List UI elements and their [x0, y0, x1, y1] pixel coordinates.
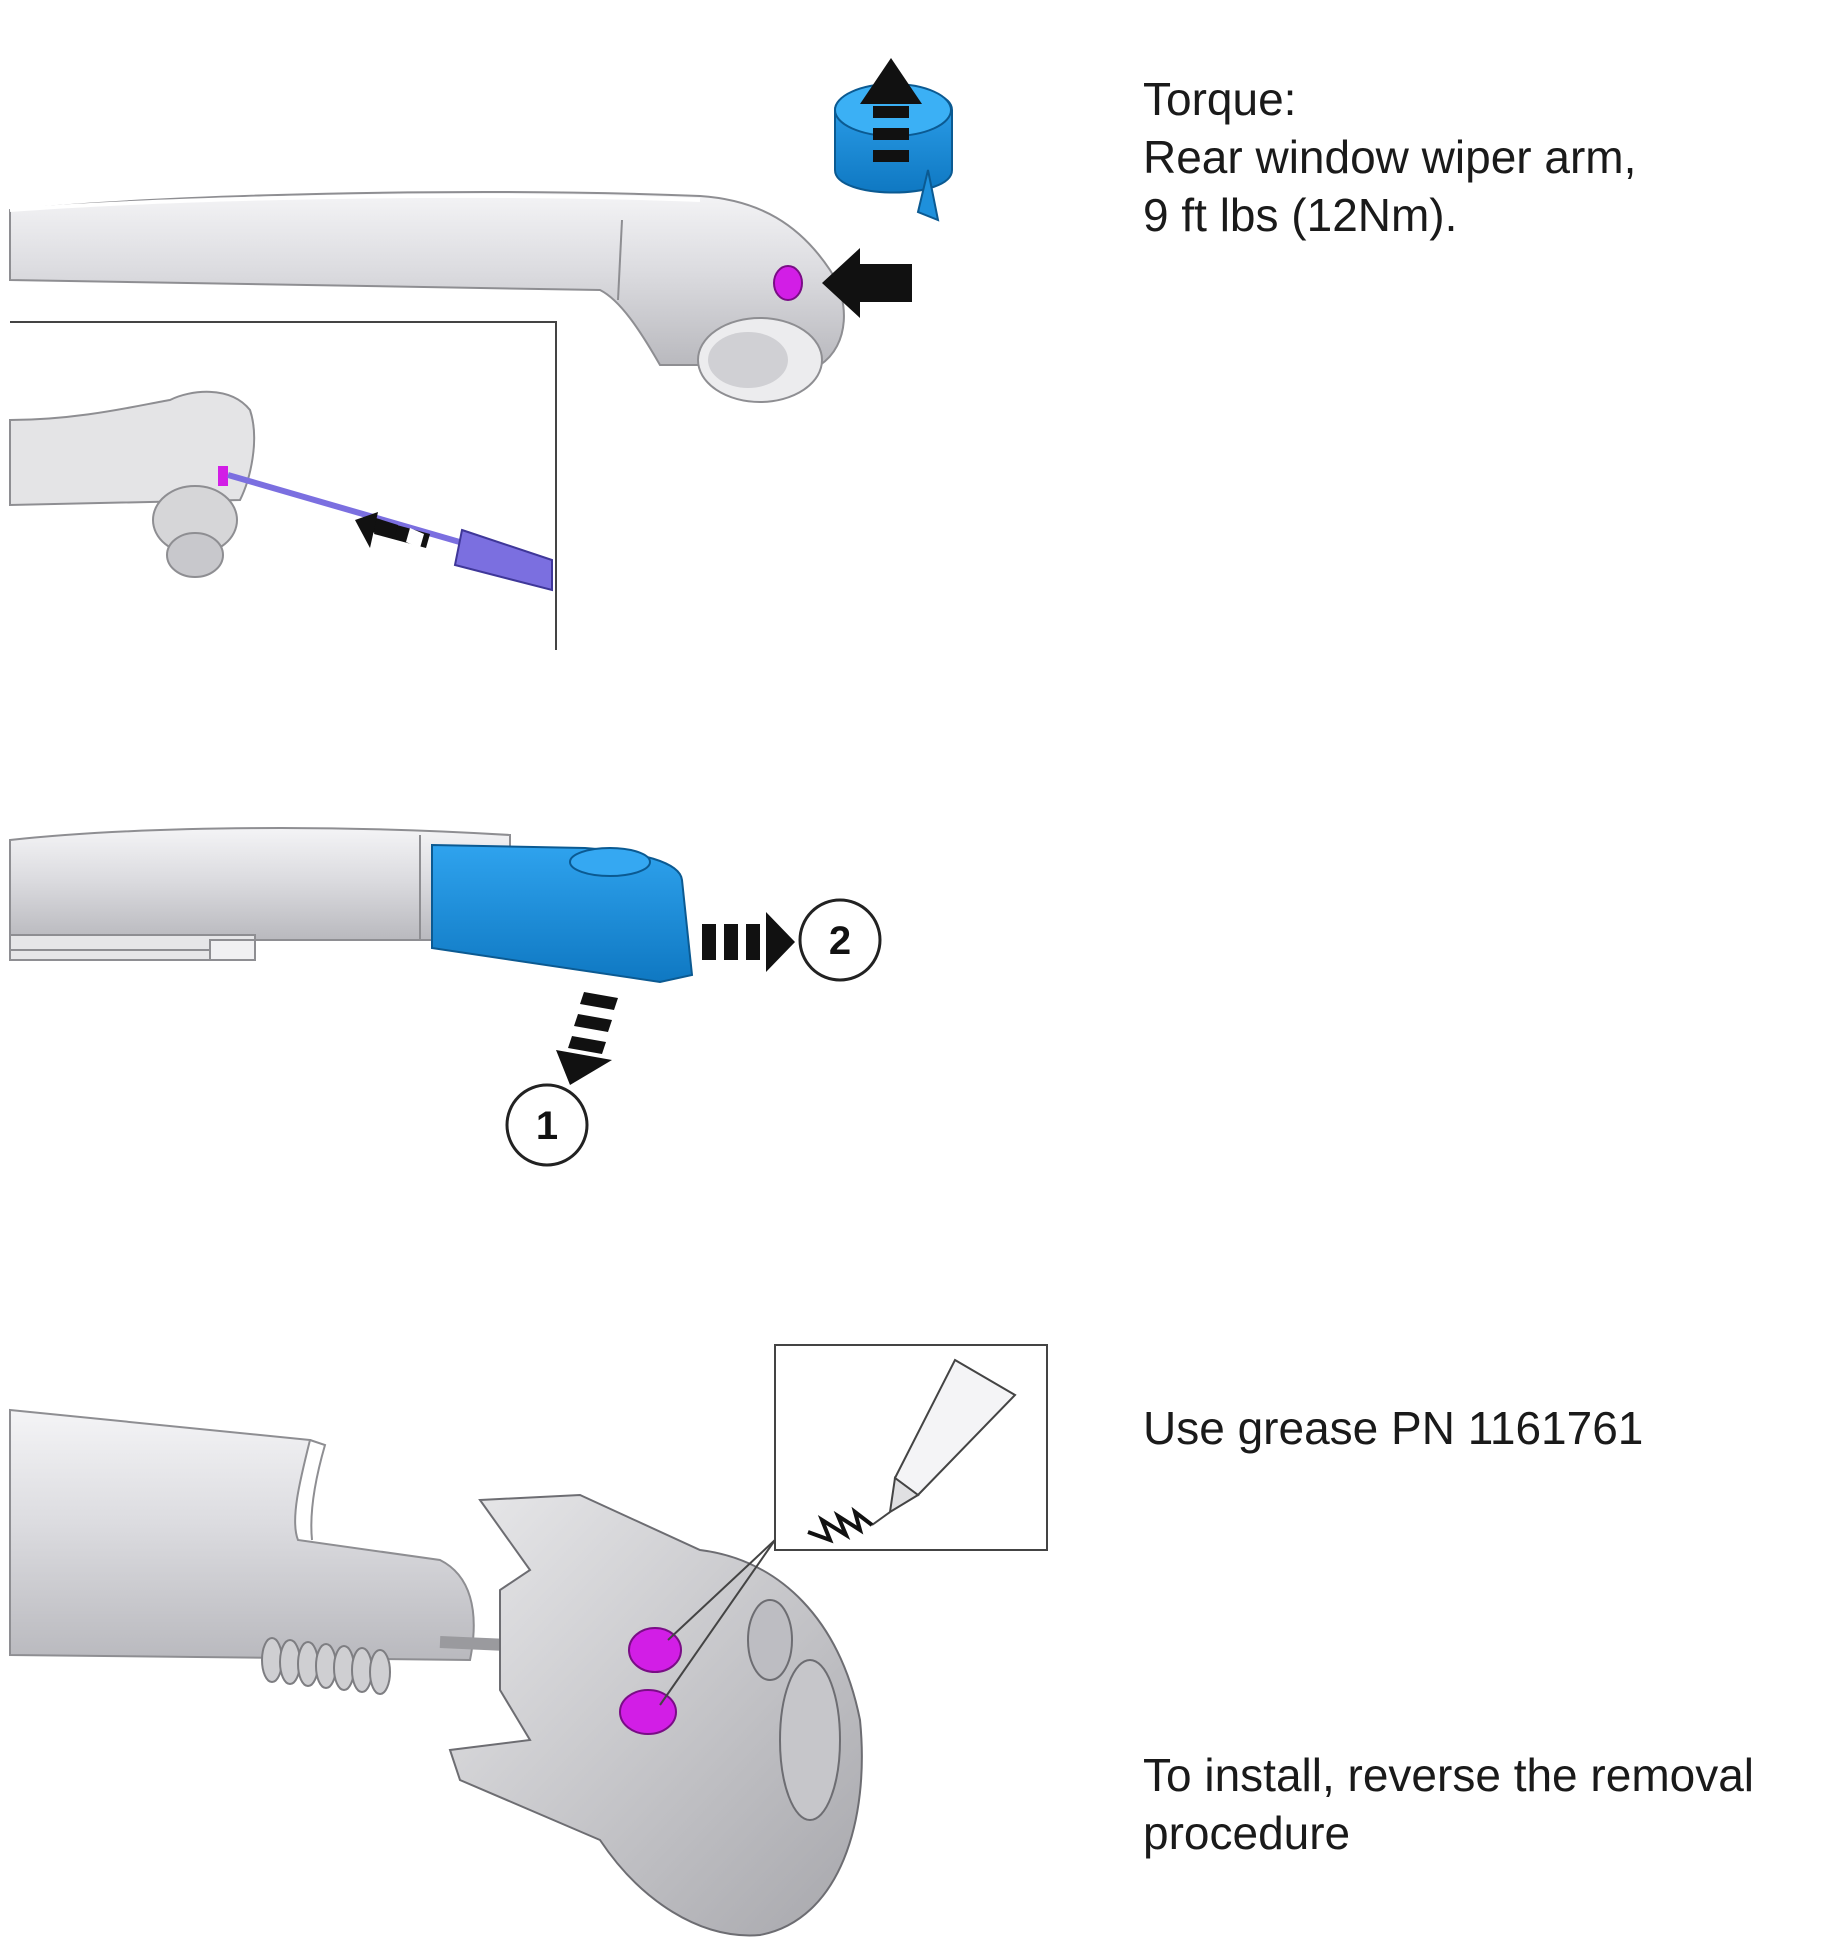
arrow-step-2-icon: [702, 912, 795, 972]
grease-bead-icon: [807, 1506, 874, 1544]
install-line-2: procedure: [1143, 1807, 1351, 1859]
figure-arm-torque: [9, 58, 953, 403]
grease-text: Use grease PN 1161761: [1143, 1402, 1644, 1454]
callout-step-2: 2: [798, 898, 882, 982]
wiper-arm: [9, 191, 845, 366]
insert-arrow-icon: [355, 512, 430, 548]
svg-text:1: 1: [536, 1104, 558, 1148]
wiper-arm-section: [9, 827, 511, 941]
blue-cover: [431, 843, 694, 984]
svg-text:2: 2: [829, 919, 851, 963]
callout-step-1: 1: [505, 1083, 589, 1167]
grease-inset: [774, 1344, 1048, 1551]
figure-cover-removal: 2 1: [9, 827, 882, 1167]
torque-heading: Torque:: [1143, 73, 1297, 125]
pointer-arrow-icon: [822, 248, 912, 318]
screwdriver-icon: [227, 472, 553, 592]
cap-removal-arrow-icon: [834, 58, 953, 222]
install-line-1: To install, reverse the removal: [1143, 1749, 1755, 1801]
grease-point-lower: [619, 1689, 677, 1735]
wiper-arm-perspective: [9, 1408, 475, 1662]
figure-grease-application: [9, 1344, 1048, 1937]
install-note: To install, reverse the removal procedur…: [1143, 1746, 1754, 1862]
torque-note: Torque: Rear window wiper arm, 9 ft lbs …: [1143, 70, 1636, 244]
torque-line-1: Rear window wiper arm,: [1143, 131, 1637, 183]
arrow-step-1-icon: [556, 992, 618, 1085]
grease-tube-icon: [871, 1358, 1017, 1526]
spring: [261, 1637, 391, 1695]
grease-note: Use grease PN 1161761: [1143, 1399, 1643, 1457]
nut-fastener-icon: [773, 265, 803, 301]
inset-tool-view: [9, 321, 557, 650]
torque-line-2: 9 ft lbs (12Nm).: [1143, 189, 1458, 241]
